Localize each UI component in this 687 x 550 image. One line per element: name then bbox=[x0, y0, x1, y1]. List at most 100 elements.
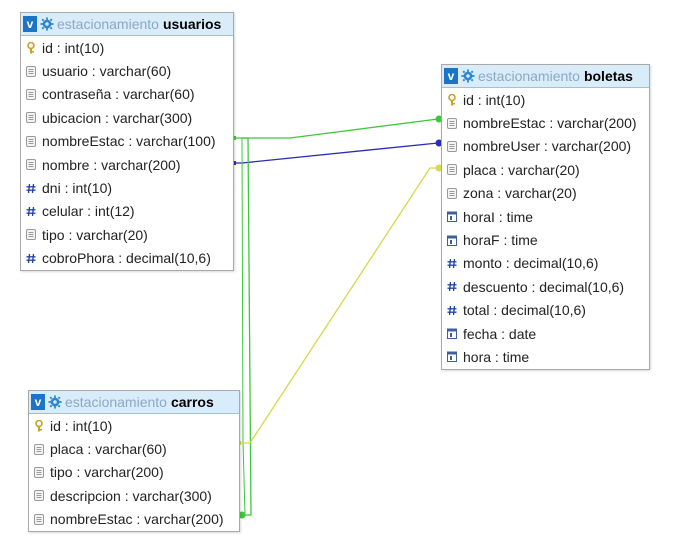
column-label: id : int(10) bbox=[50, 417, 113, 434]
column-label: zona : varchar(20) bbox=[463, 185, 577, 202]
datetime-type-icon bbox=[446, 351, 458, 363]
column-row[interactable]: tipo : varchar(200) bbox=[29, 461, 239, 484]
column-row[interactable]: nombre : varchar(200) bbox=[21, 153, 233, 176]
column-label: placa : varchar(20) bbox=[463, 161, 580, 178]
text-type-icon bbox=[25, 65, 37, 77]
column-label: horaI : time bbox=[463, 208, 534, 225]
column-row[interactable]: nombreUser : varchar(200) bbox=[442, 135, 649, 158]
column-row[interactable]: id : int(10) bbox=[442, 88, 649, 111]
relation-endpoint bbox=[435, 164, 443, 172]
column-row[interactable]: descuento : decimal(10,6) bbox=[442, 275, 649, 298]
column-row[interactable]: id : int(10) bbox=[29, 414, 239, 437]
column-label: hora : time bbox=[463, 348, 530, 365]
gear-icon[interactable] bbox=[461, 69, 475, 83]
datetime-type-icon bbox=[446, 211, 458, 223]
column-label: nombreEstac : varchar(200) bbox=[463, 115, 637, 132]
column-label: celular : int(12) bbox=[42, 203, 135, 220]
text-type-icon bbox=[446, 164, 458, 176]
text-type-icon bbox=[446, 140, 458, 152]
column-row[interactable]: total : decimal(10,6) bbox=[442, 299, 649, 322]
column-label: id : int(10) bbox=[42, 39, 105, 56]
column-label: horaF : time bbox=[463, 232, 538, 249]
text-type-icon bbox=[25, 135, 37, 147]
column-row[interactable]: hora : time bbox=[442, 345, 649, 368]
relation-usuarios-boletas-nombreuser bbox=[233, 142, 442, 164]
primary-key-icon bbox=[33, 419, 45, 432]
numeric-type-icon bbox=[446, 257, 458, 269]
gear-icon[interactable] bbox=[40, 17, 54, 31]
column-row[interactable]: monto : decimal(10,6) bbox=[442, 252, 649, 275]
column-row[interactable]: dni : int(10) bbox=[21, 176, 233, 199]
column-label: nombre : varchar(200) bbox=[42, 156, 181, 173]
column-label: nombreUser : varchar(200) bbox=[463, 138, 632, 155]
column-row[interactable]: cobroPhora : decimal(10,6) bbox=[21, 247, 233, 270]
column-row[interactable]: placa : varchar(20) bbox=[442, 158, 649, 181]
numeric-type-icon bbox=[446, 304, 458, 316]
column-row[interactable]: nombreEstac : varchar(200) bbox=[29, 508, 239, 531]
column-row[interactable]: zona : varchar(20) bbox=[442, 182, 649, 205]
table-name: carros bbox=[170, 394, 214, 410]
text-type-icon bbox=[33, 490, 45, 502]
column-row[interactable]: id : int(10) bbox=[21, 36, 233, 59]
column-row[interactable]: nombreEstac : varchar(100) bbox=[21, 130, 233, 153]
text-type-icon bbox=[33, 513, 45, 525]
column-label: placa : varchar(60) bbox=[50, 441, 167, 458]
relation-usuarios-boletas-nombreestac bbox=[233, 118, 442, 139]
relation-endpoint bbox=[435, 115, 443, 123]
column-row[interactable]: celular : int(12) bbox=[21, 200, 233, 223]
text-type-icon bbox=[25, 159, 37, 171]
relation-endpoint bbox=[238, 511, 246, 519]
numeric-type-icon bbox=[25, 182, 37, 194]
relation-carros-boletas-placa bbox=[238, 167, 442, 444]
numeric-type-icon bbox=[25, 252, 37, 264]
column-label: total : decimal(10,6) bbox=[463, 302, 586, 319]
datetime-type-icon bbox=[446, 328, 458, 340]
primary-key-icon bbox=[25, 41, 37, 54]
toggle-columns-icon[interactable]: v bbox=[31, 394, 45, 410]
relation-branch-green bbox=[241, 137, 246, 516]
column-row[interactable]: usuario : varchar(60) bbox=[21, 59, 233, 82]
column-label: contraseña : varchar(60) bbox=[42, 86, 195, 103]
text-type-icon bbox=[33, 443, 45, 455]
datetime-type-icon bbox=[446, 234, 458, 246]
relation-startpoint bbox=[232, 136, 236, 140]
text-type-icon bbox=[446, 187, 458, 199]
column-row[interactable]: placa : varchar(60) bbox=[29, 437, 239, 460]
toggle-columns-icon[interactable]: v bbox=[444, 68, 458, 84]
column-label: fecha : date bbox=[463, 325, 537, 342]
column-row[interactable]: horaF : time bbox=[442, 228, 649, 251]
text-type-icon bbox=[25, 88, 37, 100]
gear-icon[interactable] bbox=[48, 395, 62, 409]
column-label: descuento : decimal(10,6) bbox=[463, 278, 625, 295]
toggle-columns-icon[interactable]: v bbox=[23, 16, 37, 32]
column-row[interactable]: horaI : time bbox=[442, 205, 649, 228]
column-row[interactable]: ubicacion : varchar(300) bbox=[21, 106, 233, 129]
relation-startpoint bbox=[232, 161, 236, 165]
text-type-icon bbox=[33, 466, 45, 478]
text-type-icon bbox=[446, 117, 458, 129]
column-row[interactable]: nombreEstac : varchar(200) bbox=[442, 111, 649, 134]
column-label: monto : decimal(10,6) bbox=[463, 255, 599, 272]
database-name: estacionamiento bbox=[57, 16, 159, 32]
column-row[interactable]: tipo : varchar(20) bbox=[21, 223, 233, 246]
column-label: nombreEstac : varchar(100) bbox=[42, 133, 216, 150]
primary-key-icon bbox=[446, 93, 458, 106]
table-name: boletas bbox=[583, 68, 633, 84]
table-name: usuarios bbox=[162, 16, 222, 32]
column-label: tipo : varchar(20) bbox=[42, 226, 148, 243]
column-label: id : int(10) bbox=[463, 91, 526, 108]
column-label: usuario : varchar(60) bbox=[42, 63, 172, 80]
column-label: dni : int(10) bbox=[42, 180, 113, 197]
column-label: nombreEstac : varchar(200) bbox=[50, 511, 224, 528]
column-row[interactable]: fecha : date bbox=[442, 322, 649, 345]
relation-usuarios-carros-nombreestac bbox=[241, 137, 252, 516]
column-row[interactable]: contraseña : varchar(60) bbox=[21, 83, 233, 106]
relation-endpoint bbox=[435, 139, 443, 147]
column-row[interactable]: descripcion : varchar(300) bbox=[29, 484, 239, 507]
